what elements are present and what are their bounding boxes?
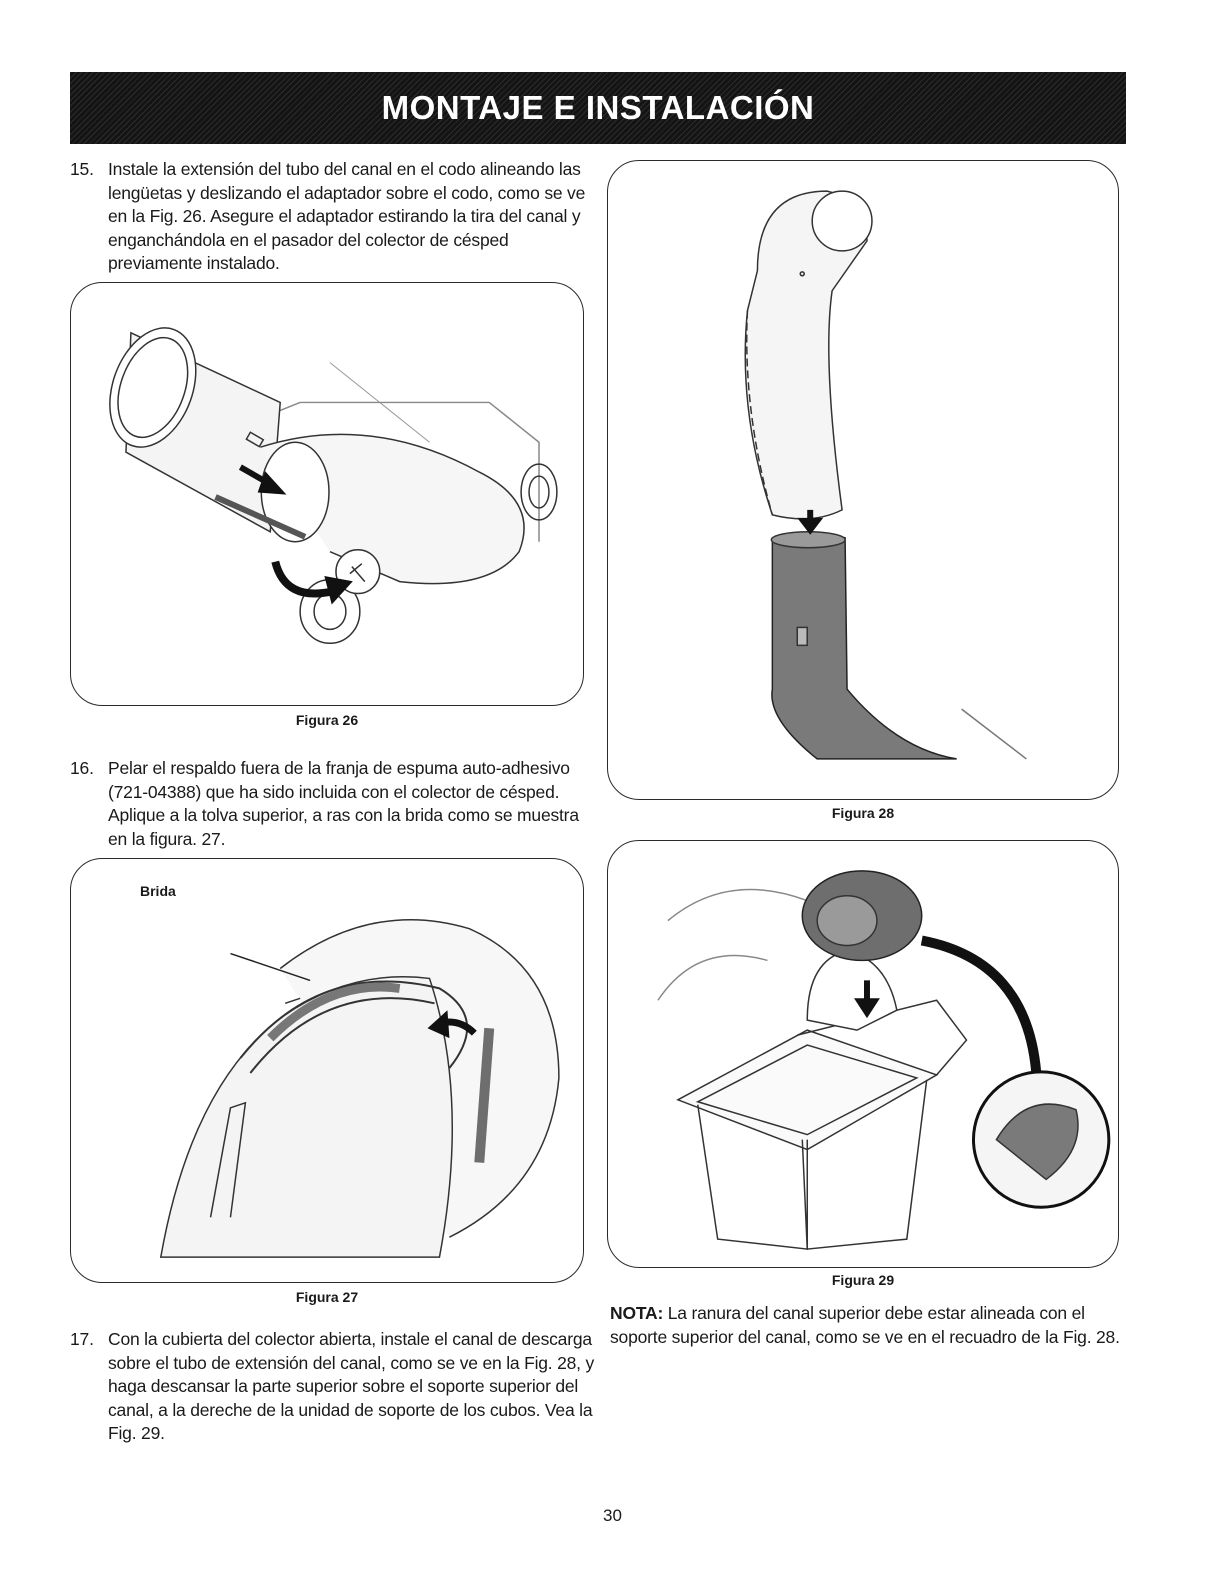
figure-28-drawing — [744, 190, 1027, 760]
figure-27-illustration — [70, 858, 584, 1283]
figure-27-callout-label: Brida — [140, 883, 176, 899]
section-header-banner: MONTAJE E INSTALACIÓN — [70, 72, 1126, 144]
figure-27-drawing — [159, 919, 560, 1258]
step-17: 17. Con la cubierta del colector abierta… — [70, 1328, 600, 1446]
step-text: Instale la extensión del tubo del canal … — [108, 159, 586, 273]
figure-29-caption: Figura 29 — [831, 1272, 895, 1288]
step-number: 15. — [70, 159, 94, 179]
figure-26-illustration — [70, 282, 584, 706]
figure-28-illustration — [607, 160, 1119, 800]
step-number: 17. — [70, 1329, 94, 1349]
step-number: 16. — [70, 758, 94, 778]
figure-27-caption: Figura 27 — [295, 1289, 359, 1305]
step-16: 16. Pelar el respaldo fuera de la franja… — [70, 757, 600, 851]
note-text: La ranura del canal superior debe estar … — [610, 1303, 1120, 1347]
step-text: Con la cubierta del colector abierta, in… — [108, 1329, 595, 1443]
figure-29-illustration — [607, 840, 1119, 1268]
figure-26-drawing — [109, 327, 558, 645]
page-number: 30 — [603, 1506, 622, 1525]
section-title: MONTAJE E INSTALACIÓN — [381, 89, 815, 126]
step-text: Pelar el respaldo fuera de la franja de … — [108, 758, 579, 849]
figure-29-drawing — [657, 870, 1111, 1250]
figure-28-caption: Figura 28 — [831, 805, 895, 821]
note-paragraph: NOTA: La ranura del canal superior debe … — [610, 1302, 1130, 1349]
note-label: NOTA: — [610, 1303, 664, 1323]
figure-26-caption: Figura 26 — [295, 712, 359, 728]
step-15: 15. Instale la extensión del tubo del ca… — [70, 158, 600, 276]
